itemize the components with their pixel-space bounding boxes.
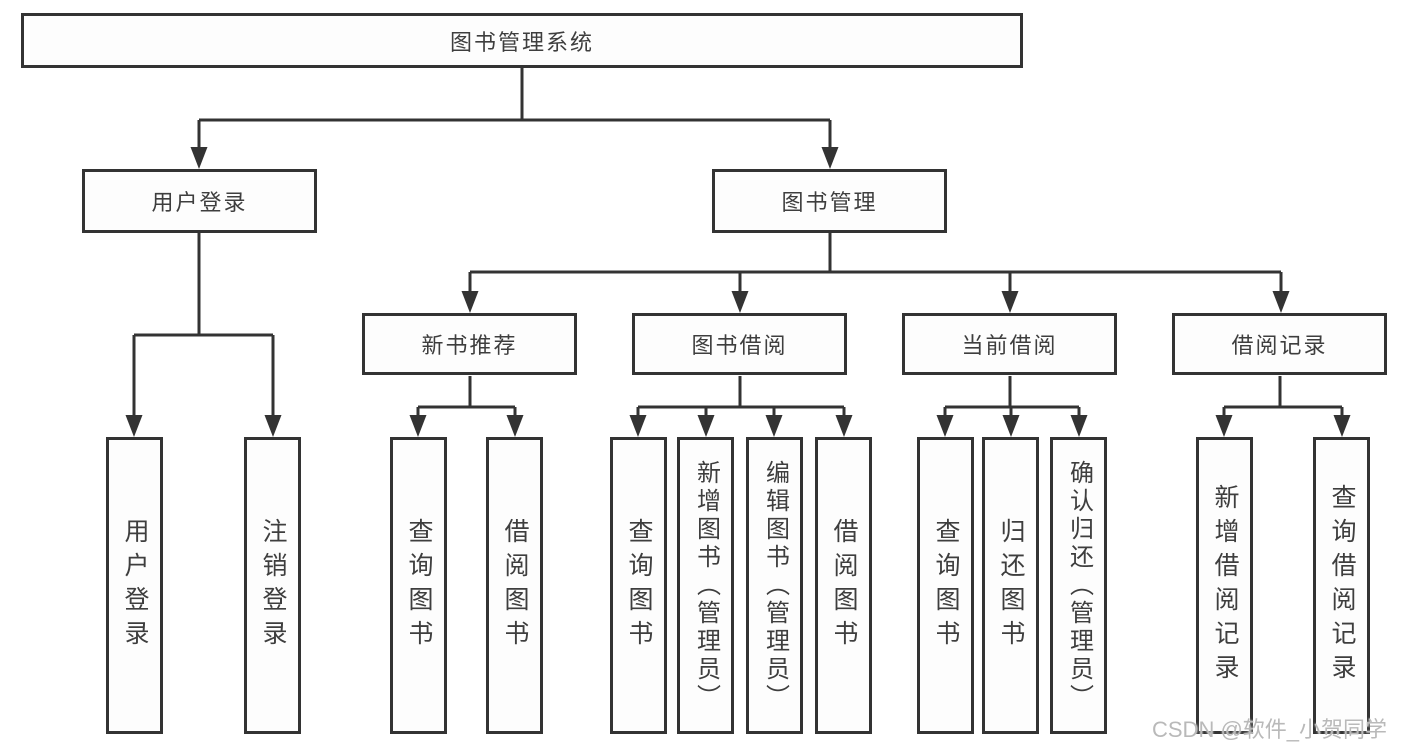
node-leaf-edit-book-admin: 编辑图书（管理员）: [746, 437, 803, 734]
arrow-icon: [731, 291, 749, 313]
node-leaf-query-borrow-record: 查询借阅记录: [1313, 437, 1370, 734]
arrow-icon: [264, 415, 282, 437]
connector-user-login-children: [132, 233, 275, 418]
arrow-icon: [506, 415, 524, 437]
arrow-icon: [936, 415, 954, 437]
connector-book-borrow-children: [636, 376, 846, 418]
node-leaf-add-book-admin: 新增图书（管理员）: [677, 437, 734, 734]
node-leaf-logout: 注销登录: [244, 437, 301, 734]
csdn-watermark: CSDN @软件_小贺同学: [1152, 717, 1388, 742]
node-user-login: 用户登录: [82, 169, 317, 233]
arrow-icon: [821, 147, 839, 169]
arrow-icon: [1333, 415, 1351, 437]
arrow-icon: [1002, 415, 1020, 437]
node-new-book-recommend: 新书推荐: [362, 313, 577, 375]
node-book-borrow: 图书借阅: [632, 313, 847, 375]
arrow-icon: [697, 415, 715, 437]
node-leaf-add-borrow-record: 新增借阅记录: [1196, 437, 1253, 734]
node-leaf-confirm-return-admin: 确认归还（管理员）: [1050, 437, 1107, 734]
node-library-management-system: 图书管理系统: [21, 13, 1023, 68]
node-current-borrow: 当前借阅: [902, 313, 1117, 375]
arrow-icon: [461, 291, 479, 313]
node-leaf-return-books: 归还图书: [982, 437, 1039, 734]
node-leaf-query-books-1: 查询图书: [390, 437, 447, 734]
connector-borrow-records-children: [1222, 376, 1344, 418]
arrow-icon: [1070, 415, 1088, 437]
connector-root-to-level2: [197, 68, 832, 150]
node-borrow-records: 借阅记录: [1172, 313, 1387, 375]
arrow-icon: [1001, 291, 1019, 313]
arrow-icon: [835, 415, 853, 437]
node-leaf-user-login: 用户登录: [106, 437, 163, 734]
arrow-icon: [1272, 291, 1290, 313]
arrow-icon: [125, 415, 143, 437]
connector-current-borrow-children: [943, 376, 1081, 418]
arrow-icon: [190, 147, 208, 169]
connector-book-management-children: [468, 233, 1283, 292]
node-leaf-borrow-books-2: 借阅图书: [815, 437, 872, 734]
node-leaf-borrow-books-1: 借阅图书: [486, 437, 543, 734]
arrow-icon: [409, 415, 427, 437]
node-book-management: 图书管理: [712, 169, 947, 233]
node-leaf-query-books-2: 查询图书: [610, 437, 667, 734]
node-leaf-query-books-3: 查询图书: [917, 437, 974, 734]
arrow-icon: [629, 415, 647, 437]
arrow-icon: [765, 415, 783, 437]
connector-new-book-recommend-children: [416, 376, 517, 418]
arrow-icon: [1215, 415, 1233, 437]
